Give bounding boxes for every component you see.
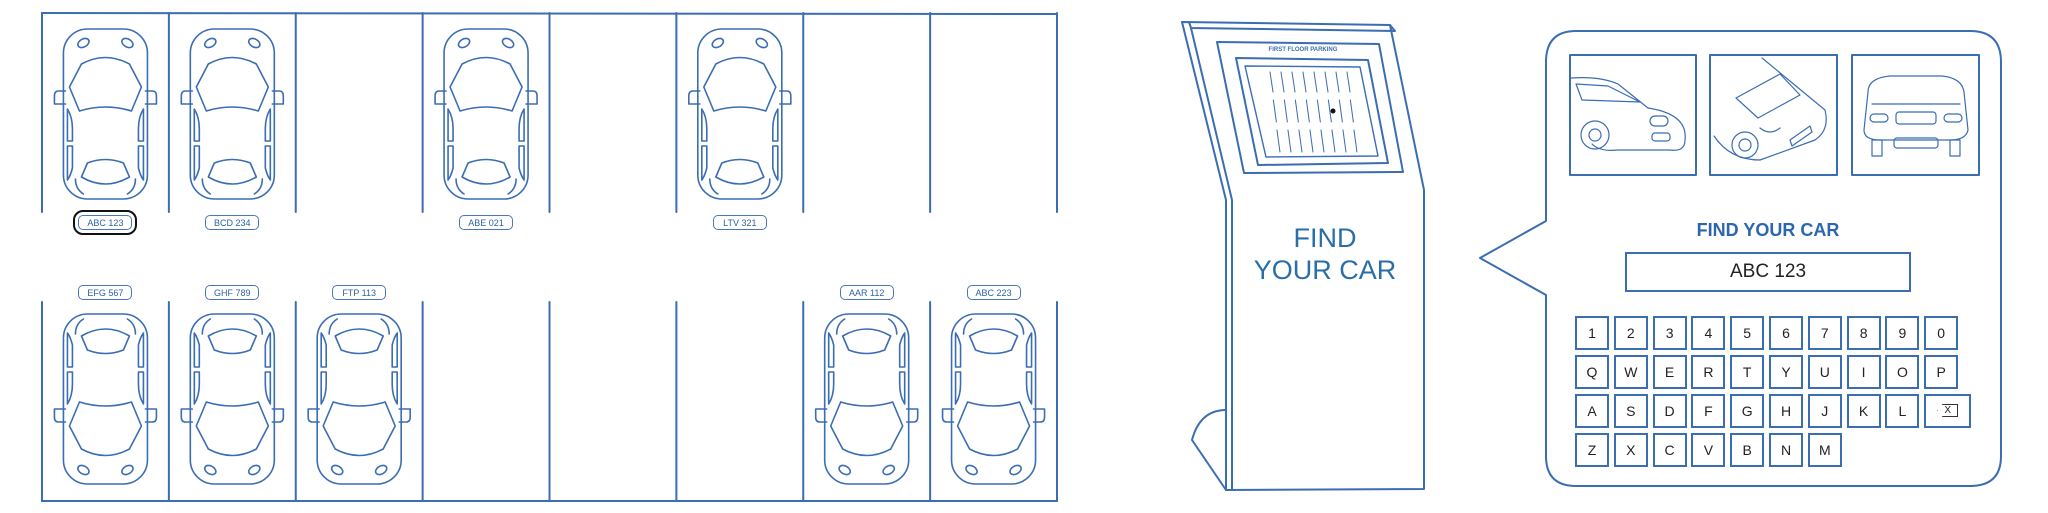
screen-stall-line xyxy=(1287,129,1292,153)
key-r[interactable]: R xyxy=(1691,355,1726,389)
license-plate-label[interactable]: EFG 567 xyxy=(78,285,133,300)
key-f[interactable]: F xyxy=(1691,394,1726,428)
parked-car[interactable] xyxy=(814,313,919,485)
parking-lot xyxy=(41,12,1058,502)
key-9[interactable]: 9 xyxy=(1885,316,1920,350)
kiosk xyxy=(1181,21,1425,491)
key-j[interactable]: J xyxy=(1807,394,1842,428)
key-5[interactable]: 5 xyxy=(1730,316,1765,350)
key-y[interactable]: Y xyxy=(1769,355,1803,389)
key-q[interactable]: Q xyxy=(1575,355,1609,389)
find-car-title: FIND YOUR CAR xyxy=(1696,220,1840,240)
key-i[interactable]: I xyxy=(1846,355,1881,389)
key-7[interactable]: 7 xyxy=(1807,316,1842,350)
screen-stall-line xyxy=(1327,99,1332,123)
parked-car[interactable] xyxy=(434,28,539,200)
screen-stall-line xyxy=(1291,71,1296,93)
key-m[interactable]: M xyxy=(1807,433,1842,467)
key-a[interactable]: A xyxy=(1575,394,1609,428)
screen-stall-line xyxy=(1272,99,1277,123)
key-2[interactable]: 2 xyxy=(1613,316,1648,350)
screen-stall-line xyxy=(1276,129,1281,153)
screen-stall-line xyxy=(1342,129,1347,153)
parked-car[interactable] xyxy=(180,313,285,485)
key-4[interactable]: 4 xyxy=(1691,316,1726,350)
screen-stall-line xyxy=(1280,71,1285,93)
key-0[interactable]: 0 xyxy=(1924,316,1959,350)
key-s[interactable]: S xyxy=(1613,394,1648,428)
key-8[interactable]: 8 xyxy=(1846,316,1881,350)
key-z[interactable]: Z xyxy=(1575,433,1609,467)
kiosk-screen xyxy=(1216,41,1404,174)
screen-stall-line xyxy=(1294,99,1299,123)
speech-bubble xyxy=(1479,30,2002,487)
screen-stall-line xyxy=(1353,129,1358,153)
key-1[interactable]: 1 xyxy=(1575,316,1609,350)
license-plate-label[interactable]: GHF 789 xyxy=(205,285,260,300)
backspace-key[interactable]: X xyxy=(1924,394,1972,428)
car-front-angle-view-thumbnail[interactable] xyxy=(1709,54,1838,176)
screen-stall-line xyxy=(1302,71,1307,93)
parked-car[interactable] xyxy=(180,28,285,200)
screen-stall-line xyxy=(1269,71,1274,93)
key-g[interactable]: G xyxy=(1730,394,1765,428)
screen-stall-line xyxy=(1305,99,1310,123)
screen-stall-line xyxy=(1309,129,1314,153)
key-t[interactable]: T xyxy=(1730,355,1765,389)
screen-stall-line xyxy=(1346,71,1351,93)
screen-stall-line xyxy=(1316,99,1321,123)
key-x[interactable]: X xyxy=(1613,433,1648,467)
plate-search-input[interactable]: ABC 123 xyxy=(1625,252,1911,292)
parked-car[interactable] xyxy=(941,313,1046,485)
parked-car[interactable] xyxy=(53,313,158,485)
screen-stall-line xyxy=(1338,99,1343,123)
screen-stall-line xyxy=(1313,71,1318,93)
license-plate-label[interactable]: ABC 123 xyxy=(73,210,138,235)
parked-car[interactable] xyxy=(53,28,158,200)
kiosk-title-line1: FIND xyxy=(1293,223,1357,253)
key-h[interactable]: H xyxy=(1769,394,1803,428)
location-dot-icon xyxy=(1330,108,1336,114)
key-6[interactable]: 6 xyxy=(1769,316,1803,350)
license-plate-label[interactable]: FTP 113 xyxy=(332,285,387,300)
screen-stall-line xyxy=(1320,129,1325,153)
key-p[interactable]: P xyxy=(1924,355,1959,389)
key-c[interactable]: C xyxy=(1652,433,1687,467)
license-plate-label[interactable]: BCD 234 xyxy=(205,215,260,230)
license-plate-label[interactable]: LTV 321 xyxy=(712,215,767,230)
car-side-view-thumbnail[interactable] xyxy=(1569,54,1697,176)
key-k[interactable]: K xyxy=(1846,394,1881,428)
key-l[interactable]: L xyxy=(1885,394,1920,428)
license-plate-label[interactable]: ABE 021 xyxy=(459,215,514,230)
screen-stall-line xyxy=(1335,71,1340,93)
kiosk-screen-label: FIRST FLOOR PARKING xyxy=(1268,47,1338,53)
parked-car[interactable] xyxy=(687,28,792,200)
kiosk-title-line2: YOUR CAR xyxy=(1253,255,1397,285)
license-plate-label[interactable]: ABC 223 xyxy=(966,285,1021,300)
screen-stall-line xyxy=(1331,129,1336,153)
key-e[interactable]: E xyxy=(1652,355,1687,389)
screen-stall-line xyxy=(1324,71,1329,93)
key-b[interactable]: B xyxy=(1730,433,1765,467)
screen-stall-line xyxy=(1283,99,1288,123)
key-u[interactable]: U xyxy=(1807,355,1842,389)
car-front-view-thumbnail[interactable] xyxy=(1851,54,1980,176)
screen-stall-line xyxy=(1298,129,1303,153)
key-w[interactable]: W xyxy=(1613,355,1648,389)
screen-stall-line xyxy=(1349,99,1354,123)
backspace-icon: X xyxy=(1937,404,1959,417)
key-v[interactable]: V xyxy=(1691,433,1726,467)
key-n[interactable]: N xyxy=(1769,433,1803,467)
key-3[interactable]: 3 xyxy=(1652,316,1687,350)
key-d[interactable]: D xyxy=(1652,394,1687,428)
parked-car[interactable] xyxy=(307,313,412,485)
key-o[interactable]: O xyxy=(1885,355,1920,389)
license-plate-label[interactable]: AAR 112 xyxy=(839,285,894,300)
